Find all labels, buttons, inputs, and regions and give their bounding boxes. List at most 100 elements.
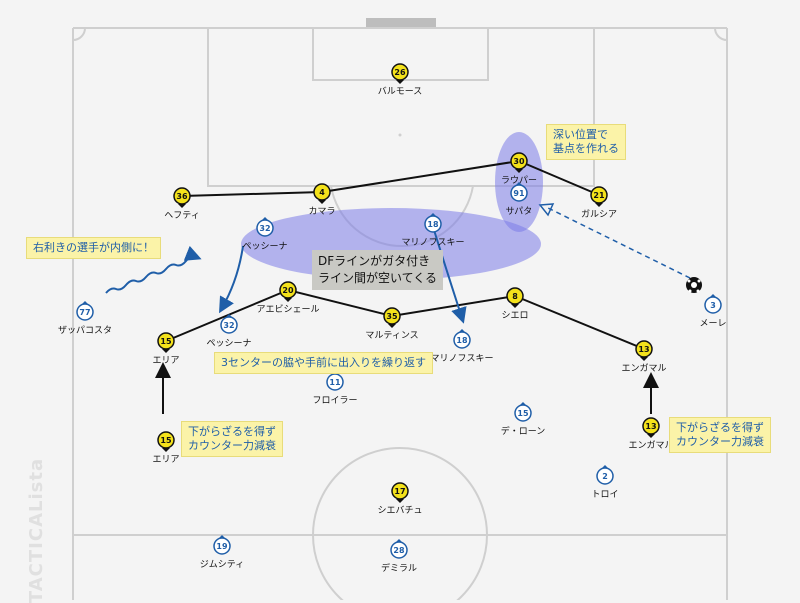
player-disc [256, 219, 274, 237]
player-number: 13 [645, 422, 656, 431]
player-disc [642, 417, 660, 435]
player-name: メーレ [699, 319, 726, 329]
player-name: ペッシーナ [242, 241, 287, 252]
player-number: 28 [393, 546, 405, 555]
direction-marker [647, 434, 655, 438]
player-number: 77 [79, 308, 90, 317]
player-disc [453, 331, 471, 349]
player-number: 11 [329, 378, 341, 387]
player-name: マルティンス [365, 330, 418, 341]
back-line [181, 159, 600, 197]
player-number: 36 [176, 192, 188, 201]
player-name: マリノフスキー [430, 354, 493, 364]
player-number: 2 [602, 472, 608, 481]
player-number: 21 [593, 191, 605, 200]
wavy-arrow [105, 245, 202, 294]
player-disc [76, 303, 94, 321]
player-number: 35 [386, 312, 398, 321]
corner-arc-right [714, 27, 728, 41]
player-name: エンガマル [621, 363, 666, 374]
player-disc [213, 537, 231, 555]
pass-dashed-arrow [545, 206, 691, 279]
direction-marker [515, 169, 523, 173]
player-number: 20 [282, 286, 294, 295]
player-disc [326, 373, 344, 391]
player-disc [424, 215, 442, 233]
blue-player: 19 ジムシティ [200, 535, 244, 570]
goal [366, 18, 436, 28]
player-disc [157, 431, 175, 449]
direction-marker [284, 298, 292, 302]
player-number: 30 [513, 157, 525, 166]
direction-marker [595, 203, 603, 207]
corner-arc-left [72, 27, 86, 41]
player-name: ラウパー [501, 175, 537, 186]
player-disc [510, 152, 528, 170]
player-number: 15 [517, 409, 529, 418]
player-disc [157, 332, 175, 350]
player-name: カマラ [308, 206, 335, 217]
note-deep-position: 深い位置で 基点を作れる [546, 124, 626, 160]
player-number: 3 [710, 301, 716, 310]
yellow-player: 4 カマラ [308, 183, 336, 217]
player-name: エリア [152, 455, 179, 465]
yellow-team: 26バルモース30ラウパー36ヘフティ4カマラ21ガルシア20アエビシェール8シ… [152, 63, 674, 516]
player-disc [596, 467, 614, 485]
yellow-player: 20 アエビシェール [256, 281, 320, 315]
player-number: 18 [427, 220, 439, 229]
note-three-center: 3センターの脇や手前に出入りを繰り返す [214, 352, 433, 374]
player-name: アエビシェール [256, 304, 319, 315]
blue-player: 15デ・ローン [501, 402, 545, 437]
player-number: 4 [319, 188, 325, 197]
blue-player: 3 メーレ [699, 294, 727, 329]
player-disc [510, 184, 528, 202]
player-name: デミラル [381, 562, 417, 574]
player-name: シエバチュ [377, 505, 422, 516]
blue-player: 28 デミラル [381, 539, 417, 574]
note-right-footed: 右利きの選手が内側に！ [26, 237, 161, 259]
direction-marker [396, 80, 404, 84]
direction-marker [318, 200, 326, 204]
direction-marker [178, 204, 186, 208]
run-arrow-pessina [219, 245, 244, 314]
player-number: 26 [394, 68, 406, 77]
player-name: サパタ [506, 206, 533, 217]
direction-marker [162, 448, 170, 452]
player-name: ザッパコスタ [58, 325, 112, 336]
player-number: 15 [160, 436, 172, 445]
center-circle [312, 447, 488, 600]
direction-marker [511, 304, 519, 308]
penalty-spot [398, 133, 402, 137]
direction-marker [162, 349, 170, 353]
ball-icon [686, 277, 702, 293]
direction-marker [640, 357, 648, 361]
player-disc [173, 187, 191, 205]
player-disc [704, 296, 722, 314]
player-disc [635, 340, 653, 358]
player-number: 8 [512, 292, 518, 301]
pitch-lines [72, 18, 728, 600]
player-disc [514, 404, 532, 422]
player-name: マリノフスキー [401, 238, 464, 248]
player-name: エリア [152, 356, 179, 366]
player-name: シエロ [501, 311, 528, 321]
player-disc [590, 186, 608, 204]
yellow-player: 8 シエロ [501, 287, 529, 321]
player-disc [506, 287, 524, 305]
blue-player: 18 マリノフスキー [401, 213, 465, 248]
player-name: ジムシティ [200, 559, 244, 570]
player-number: 32 [223, 321, 234, 330]
player-disc [383, 307, 401, 325]
player-number: 19 [216, 542, 228, 551]
